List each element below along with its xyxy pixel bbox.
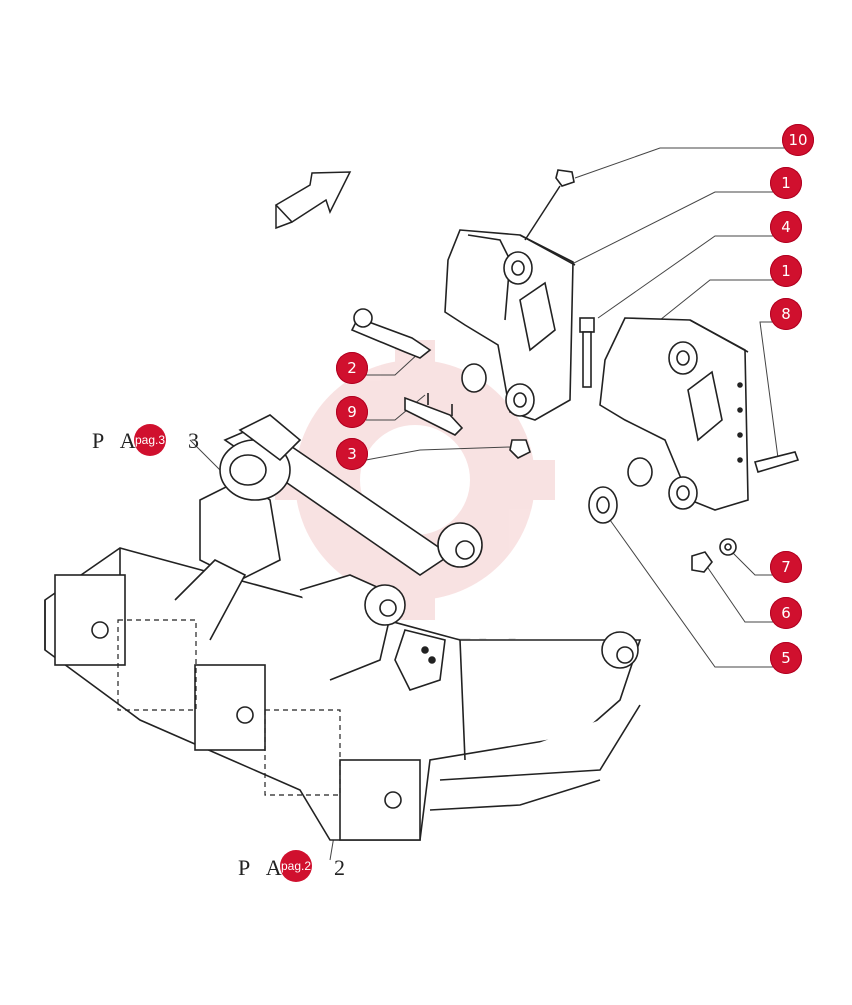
page-ref-prefix-3: P A: [92, 428, 142, 453]
nut-top: [555, 169, 575, 187]
cylinder: [219, 414, 483, 691]
callout-4[interactable]: 4: [770, 211, 802, 243]
callout-6[interactable]: 6: [770, 597, 802, 629]
bracket-lower: [599, 317, 749, 511]
callout-1-upper[interactable]: 1: [770, 167, 802, 199]
dashed-hidden-parts: [117, 619, 341, 796]
callout-2[interactable]: 2: [336, 352, 368, 384]
page-ref-badge-3[interactable]: pag.3: [134, 424, 166, 456]
callout-8[interactable]: 8: [770, 298, 802, 330]
page-ref-number-2: 2: [334, 855, 345, 880]
callout-5[interactable]: 5: [770, 642, 802, 674]
page-ref-prefix-2: P A: [238, 855, 288, 880]
callout-7[interactable]: 7: [770, 551, 802, 583]
bolt-4: [579, 317, 595, 388]
nut-6-washer-7: [691, 538, 737, 573]
nut-3: [509, 439, 531, 459]
key-plate: [404, 393, 464, 436]
callout-9[interactable]: 9: [336, 396, 368, 428]
arrow-icon: [274, 171, 352, 230]
bracket-upper: [444, 229, 576, 421]
callout-10[interactable]: 10: [782, 124, 814, 156]
stud-8: [753, 451, 800, 473]
page-ref-number-3: 3: [188, 428, 199, 453]
callout-3[interactable]: 3: [336, 438, 368, 470]
page-ref-badge-2[interactable]: pag.2: [280, 850, 312, 882]
pin: [350, 308, 432, 359]
callout-1-lower[interactable]: 1: [770, 255, 802, 287]
spacer-5: [588, 486, 618, 524]
